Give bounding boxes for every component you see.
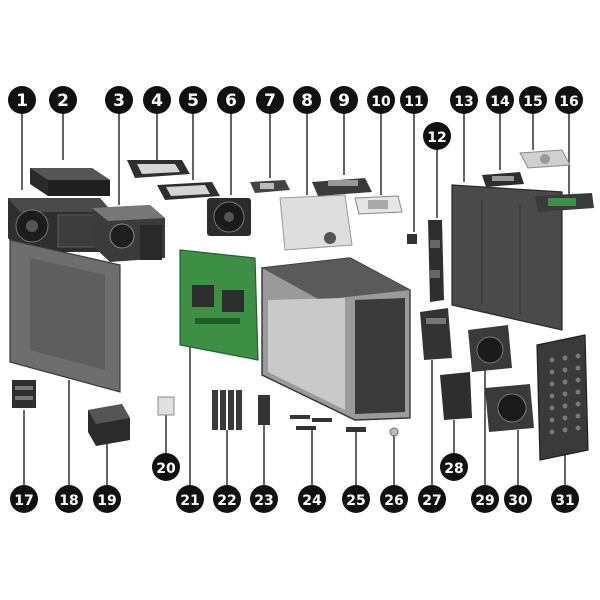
callout-31: 31	[551, 485, 579, 513]
part-system-board	[179, 249, 259, 361]
callout-28-label: 28	[444, 461, 463, 477]
callout-20-label: 20	[156, 461, 176, 477]
part-drive-caddy	[482, 172, 524, 187]
callout-1: 1	[8, 86, 36, 114]
callout-19-label: 19	[97, 493, 116, 509]
part-ssd-carrier	[535, 193, 594, 212]
callout-22: 22	[213, 485, 241, 513]
callout-11: 11	[400, 86, 428, 114]
part-cable	[346, 427, 366, 432]
part-memory	[212, 390, 242, 430]
part-bracket-5	[157, 182, 220, 200]
callout-12: 12	[423, 122, 451, 150]
callout-24: 24	[298, 485, 326, 513]
callout-6: 6	[217, 86, 245, 114]
callout-11-label: 11	[404, 94, 423, 110]
callout-26: 26	[380, 485, 408, 513]
part-front-fan	[207, 198, 251, 236]
part-vertical-bracket	[428, 220, 444, 302]
callout-14-label: 14	[490, 94, 510, 110]
callout-5: 5	[179, 86, 207, 114]
part-hard-drive	[519, 149, 571, 169]
part-side-shield	[279, 194, 353, 251]
callout-22-label: 22	[217, 493, 236, 509]
callout-18-label: 18	[59, 493, 78, 509]
callout-7-label: 7	[264, 91, 276, 111]
callout-23: 23	[250, 485, 278, 513]
part-small-card	[157, 396, 175, 416]
callout-16-label: 16	[559, 94, 578, 110]
part-fan-assembly-30	[485, 384, 534, 432]
callout-9-label: 9	[338, 91, 350, 111]
callout-13: 13	[450, 86, 478, 114]
callout-5-label: 5	[187, 91, 199, 111]
callout-27: 27	[418, 485, 446, 513]
callout-19: 19	[93, 485, 121, 513]
callout-13-label: 13	[454, 94, 473, 110]
callout-18: 18	[55, 485, 83, 513]
part-fan-duct	[92, 205, 165, 262]
callout-15: 15	[519, 86, 547, 114]
callout-8-label: 8	[301, 91, 313, 111]
part-fan-assembly	[468, 325, 512, 372]
part-bracket-4	[127, 160, 190, 178]
callout-17: 17	[10, 485, 38, 513]
callout-badges: 1 2 3 4 5 6 7 8 9 10 11 12 13 14 15 16 1…	[8, 86, 583, 513]
callout-25: 25	[342, 485, 370, 513]
part-m2-drives	[290, 415, 332, 430]
callout-16: 16	[555, 86, 583, 114]
part-optical-drive	[312, 178, 372, 196]
part-drive-cage	[440, 372, 472, 420]
part-psu-module	[88, 404, 130, 446]
part-side-panel	[451, 184, 563, 331]
callout-28: 28	[440, 453, 468, 481]
callout-4: 4	[143, 86, 171, 114]
callout-14: 14	[486, 86, 514, 114]
part-power-supply	[30, 168, 110, 196]
callout-30-label: 30	[508, 493, 528, 509]
leader-lines	[21, 112, 570, 486]
callout-25-label: 25	[346, 493, 365, 509]
callout-2-label: 2	[57, 91, 69, 111]
part-side-cover	[9, 239, 121, 393]
callout-7: 7	[256, 86, 284, 114]
part-battery	[389, 427, 399, 437]
callout-12-label: 12	[427, 130, 446, 146]
callout-10: 10	[367, 86, 395, 114]
part-connector-block	[12, 380, 36, 408]
part-clip	[407, 234, 417, 244]
callout-8: 8	[293, 86, 321, 114]
callout-4-label: 4	[151, 91, 163, 111]
callout-29-label: 29	[475, 493, 494, 509]
callout-17-label: 17	[14, 493, 33, 509]
callout-15-label: 15	[523, 94, 542, 110]
callout-27-label: 27	[422, 493, 441, 509]
part-small-drive	[250, 180, 290, 193]
callout-24-label: 24	[302, 493, 322, 509]
callout-2: 2	[49, 86, 77, 114]
part-front-bezel	[536, 334, 589, 461]
callout-20: 20	[152, 453, 180, 481]
part-chassis	[261, 257, 411, 421]
callout-3-label: 3	[113, 91, 125, 111]
callout-26-label: 26	[384, 493, 403, 509]
part-hdd-bracket	[420, 308, 452, 360]
callout-21-label: 21	[180, 493, 199, 509]
callout-9: 9	[330, 86, 358, 114]
callout-6-label: 6	[225, 91, 237, 111]
callout-10-label: 10	[371, 94, 391, 110]
callout-21: 21	[176, 485, 204, 513]
callout-31-label: 31	[555, 493, 574, 509]
part-processor	[354, 195, 403, 215]
callout-30: 30	[504, 485, 532, 513]
callout-29: 29	[471, 485, 499, 513]
callout-3: 3	[105, 86, 133, 114]
callout-1-label: 1	[16, 91, 28, 111]
part-module-23	[258, 395, 270, 425]
callout-23-label: 23	[254, 493, 273, 509]
